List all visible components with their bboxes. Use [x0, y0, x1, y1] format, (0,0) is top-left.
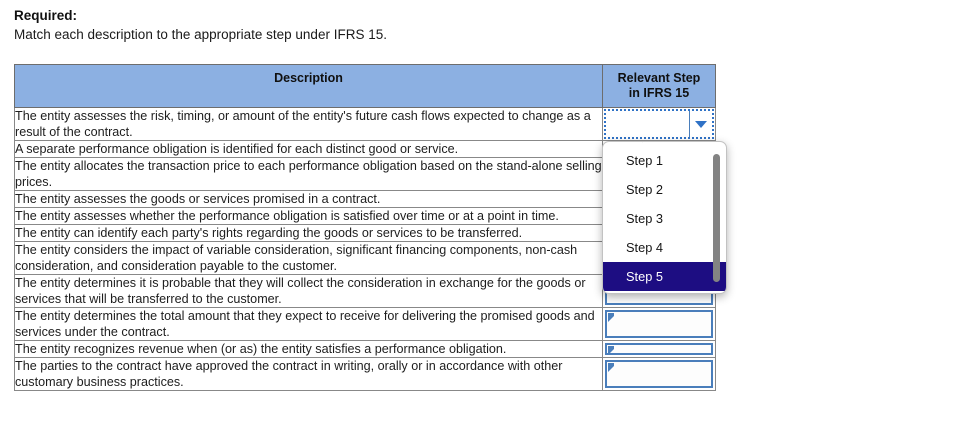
step-answer-box[interactable] — [605, 360, 713, 388]
step-select-cell[interactable] — [602, 357, 716, 391]
chevron-down-glyph — [695, 120, 707, 128]
description-cell: The entity recognizes revenue when (or a… — [14, 340, 603, 358]
dropdown-option[interactable]: Step 1 — [626, 153, 663, 168]
cell-corner-marker-icon — [608, 363, 614, 372]
table-header-row: Description Relevant Step in IFRS 15 — [14, 64, 716, 108]
step-dropdown-popup[interactable]: Step 1 Step 2 Step 3 Step 4 Step 5 — [602, 141, 727, 294]
table-row: The parties to the contract have approve… — [14, 357, 716, 391]
table-row: The entity determines the total amount t… — [14, 307, 716, 341]
dropdown-option[interactable]: Step 5 — [603, 262, 726, 291]
column-header-relevant-step-line2: in IFRS 15 — [628, 86, 690, 100]
description-cell: The parties to the contract have approve… — [14, 357, 603, 391]
column-header-relevant-step: Relevant Step in IFRS 15 — [602, 64, 716, 108]
description-cell: The entity assesses whether the performa… — [14, 207, 603, 225]
step-dropdown-active[interactable] — [604, 109, 714, 139]
dropdown-option[interactable]: Step 4 — [626, 240, 663, 255]
description-cell: The entity assesses the risk, timing, or… — [14, 107, 603, 141]
description-cell: The entity considers the impact of varia… — [14, 241, 603, 275]
description-cell: A separate performance obligation is ide… — [14, 140, 603, 158]
table-row: The entity assesses the risk, timing, or… — [14, 107, 716, 141]
description-cell: The entity allocates the transaction pri… — [14, 157, 603, 191]
step-answer-box[interactable] — [605, 310, 713, 338]
instruction-text: Match each description to the appropriat… — [14, 27, 387, 42]
prompt-block: Required: Match each description to the … — [14, 6, 714, 44]
step-select-cell[interactable] — [602, 307, 716, 341]
step-select-cell[interactable] — [602, 107, 716, 141]
description-cell: The entity determines it is probable tha… — [14, 274, 603, 308]
step-dropdown-value[interactable] — [606, 111, 690, 137]
table-head: Description Relevant Step in IFRS 15 — [14, 64, 716, 108]
table-row: The entity recognizes revenue when (or a… — [14, 340, 716, 358]
dropdown-option[interactable]: Step 3 — [626, 211, 663, 226]
dropdown-option[interactable]: Step 2 — [626, 182, 663, 197]
dropdown-scrollbar-thumb[interactable] — [713, 154, 720, 282]
column-header-description: Description — [14, 64, 603, 108]
cell-corner-marker-icon — [608, 346, 614, 355]
column-header-relevant-step-line1: Relevant Step — [617, 71, 701, 85]
required-label: Required: — [14, 8, 78, 23]
step-select-cell[interactable] — [602, 340, 716, 358]
chevron-down-icon[interactable] — [690, 111, 712, 137]
description-cell: The entity assesses the goods or service… — [14, 190, 603, 208]
description-cell: The entity determines the total amount t… — [14, 307, 603, 341]
description-cell: The entity can identify each party's rig… — [14, 224, 603, 242]
step-answer-box[interactable] — [605, 343, 713, 355]
dropdown-option-list[interactable]: Step 1 Step 2 Step 3 Step 4 Step 5 — [603, 146, 726, 293]
table-row: The entity determines it is probable tha… — [14, 274, 716, 308]
cell-corner-marker-icon — [608, 313, 614, 322]
